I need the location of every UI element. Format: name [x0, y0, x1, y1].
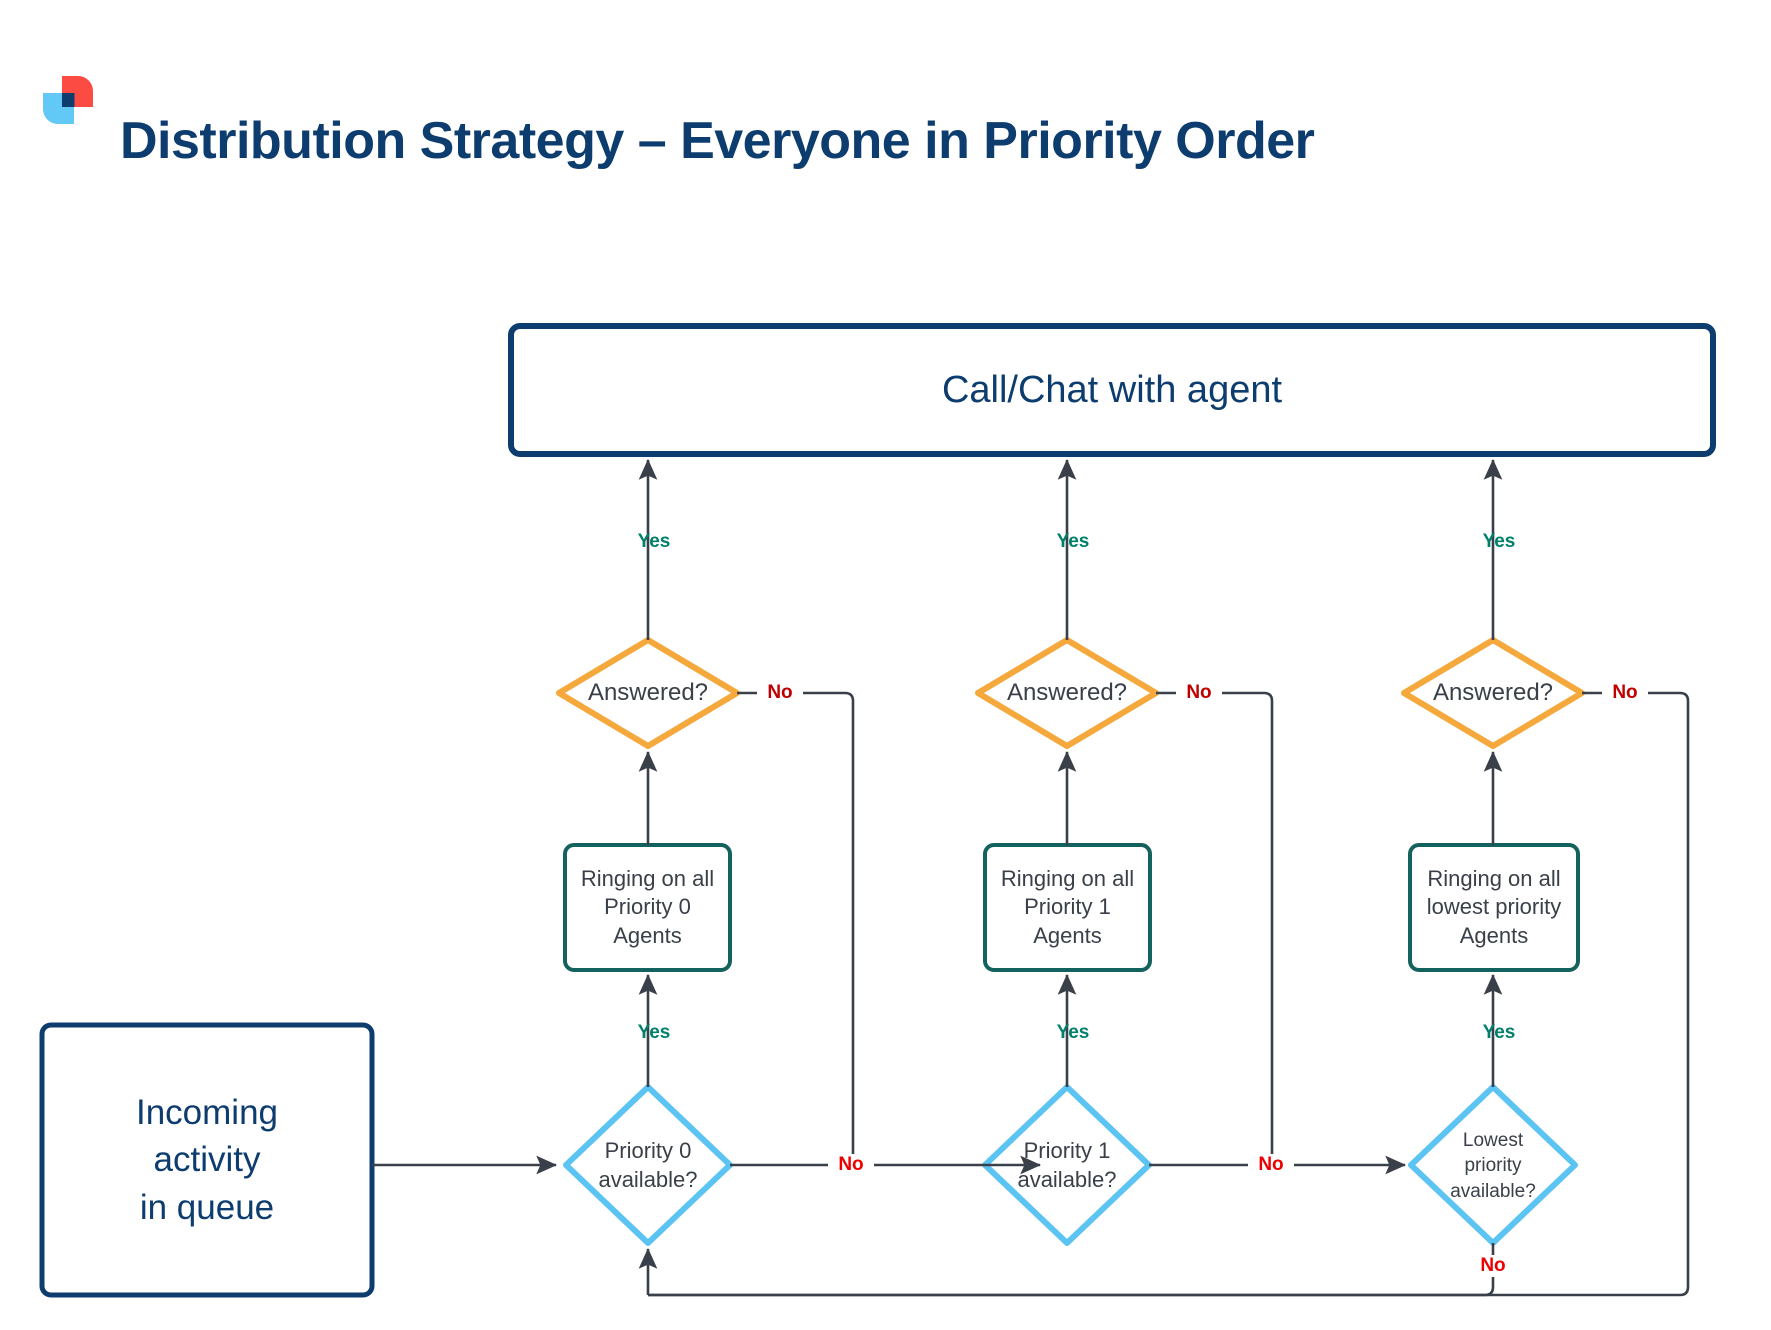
- edge-label-no-answered-p1: No: [1176, 682, 1222, 704]
- edge-label-yes-available-p0: Yes: [637, 1022, 671, 1043]
- edge-lp-no-to-bottom-rail: [648, 1243, 1495, 1297]
- node-priority-0-available[interactable]: [563, 1084, 733, 1246]
- edge-label-no-answered-p0: No: [757, 682, 803, 704]
- edge-answered-p0-no-loop: [737, 691, 855, 1165]
- node-answered-priority-1[interactable]: [975, 637, 1159, 749]
- node-lowest-priority-available[interactable]: [1408, 1084, 1578, 1246]
- node-answered-lowest-priority[interactable]: [1401, 637, 1585, 749]
- edge-answered-p1-no-loop: [1156, 691, 1274, 1165]
- node-priority-1-available[interactable]: [982, 1084, 1152, 1246]
- logo-navy-square: [62, 93, 75, 107]
- edge-label-yes-answered-p0: Yes: [637, 531, 671, 552]
- edge-label-no-available-p0: No: [828, 1154, 874, 1176]
- edge-answered-lp-no-loop: [648, 691, 1690, 1297]
- edge-label-yes-available-lp: Yes: [1482, 1022, 1516, 1043]
- node-ringing-lowest-priority-agents[interactable]: [1408, 843, 1580, 972]
- page-title: Distribution Strategy – Everyone in Prio…: [120, 112, 1315, 170]
- brand-logo: [43, 76, 93, 124]
- node-call-chat-with-agent[interactable]: [508, 323, 1716, 457]
- node-ringing-priority-0-agents[interactable]: [563, 843, 732, 972]
- edge-label-yes-available-p1: Yes: [1056, 1022, 1090, 1043]
- edge-label-no-available-lp: No: [1470, 1255, 1516, 1277]
- edge-label-no-answered-lp: No: [1602, 682, 1648, 704]
- node-ringing-priority-1-agents[interactable]: [983, 843, 1152, 972]
- node-answered-priority-0[interactable]: [556, 637, 740, 749]
- edge-label-yes-answered-lp: Yes: [1482, 531, 1516, 552]
- edge-label-yes-answered-p1: Yes: [1056, 531, 1090, 552]
- node-incoming-activity-in-queue[interactable]: [39, 1022, 375, 1298]
- edge-label-no-available-p1: No: [1248, 1154, 1294, 1176]
